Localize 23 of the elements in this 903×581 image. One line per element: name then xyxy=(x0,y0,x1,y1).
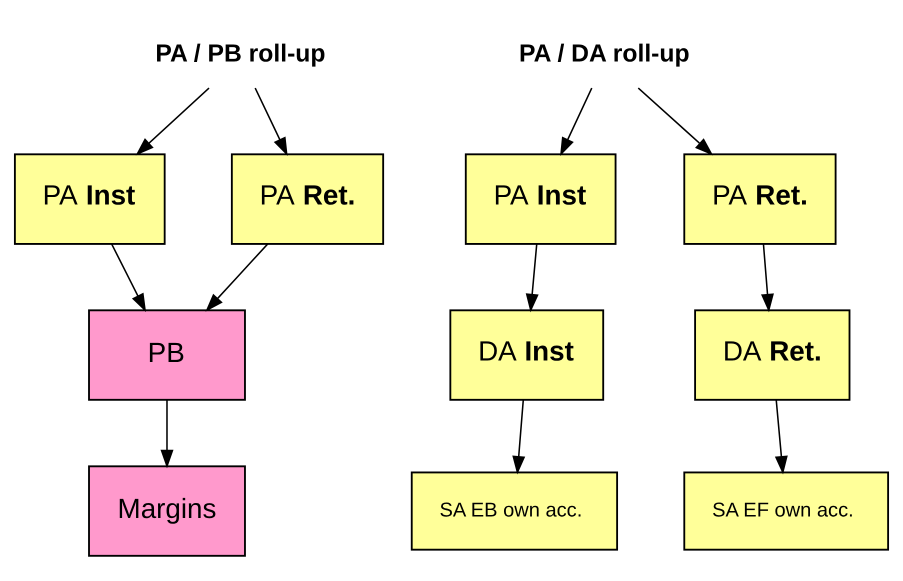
arrow xyxy=(136,87,210,155)
arrow xyxy=(526,243,539,312)
arrow xyxy=(560,87,592,156)
arrow xyxy=(254,87,288,156)
node-box: PA Inst xyxy=(464,152,616,244)
arrow xyxy=(761,244,774,312)
node-box: Margins xyxy=(88,464,246,556)
arrow xyxy=(638,87,714,155)
arrow xyxy=(160,400,174,468)
node-box: PA Ret. xyxy=(683,152,837,244)
arrow xyxy=(774,399,788,474)
arrow xyxy=(512,399,526,474)
node-box: PA Inst xyxy=(14,152,166,244)
node-text: PA / PB roll-up xyxy=(155,40,326,67)
arrow xyxy=(111,243,146,312)
node-box: DA Ret. xyxy=(694,308,850,400)
arrow xyxy=(205,243,268,312)
node-text: PA / DA roll-up xyxy=(519,40,690,67)
node-box: SA EF own acc. xyxy=(683,471,890,550)
node-box: SA EB own acc. xyxy=(410,471,618,550)
node-box: PB xyxy=(88,308,246,400)
node-box: DA Inst xyxy=(449,308,604,400)
node-box: PA Ret. xyxy=(230,152,384,244)
